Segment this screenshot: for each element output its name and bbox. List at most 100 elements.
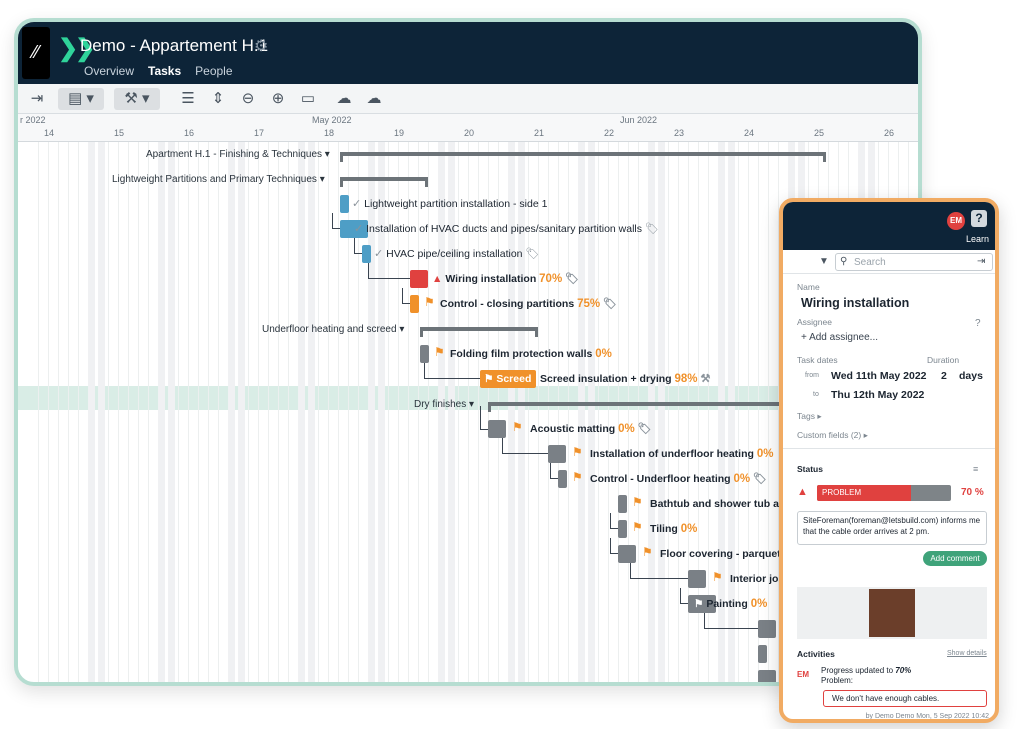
wiring-photo[interactable] (869, 589, 915, 637)
task-bar[interactable] (618, 545, 636, 563)
learn-link[interactable]: Learn (965, 234, 989, 244)
expand-caret-icon[interactable]: ▾ (469, 399, 475, 410)
collapse-rows-icon[interactable]: ⇕ (211, 90, 225, 107)
task-row[interactable]: ⚑ Screed (484, 372, 531, 386)
filter-sliders-icon[interactable]: ☰ (181, 90, 195, 107)
custom-fields-toggle[interactable]: Custom fields (2) ▸ (797, 430, 868, 440)
add-comment-button[interactable]: Add comment (923, 551, 987, 566)
present-icon[interactable]: ▭ (300, 90, 316, 107)
task-row-selected[interactable]: ▲ Wiring installation 70% 🏷 (432, 272, 579, 286)
show-details-link[interactable]: Show details (947, 650, 987, 657)
export-icon[interactable]: ⇥ (30, 90, 44, 107)
dependency-connector (630, 563, 688, 579)
expand-caret-icon[interactable]: ▾ (399, 324, 405, 335)
status-progress-bar[interactable]: PROBLEM (817, 485, 951, 501)
task-row[interactable]: Bathtub and shower tub asse (650, 497, 796, 511)
cloud-download-icon[interactable]: ☁ (336, 90, 352, 107)
tab-overview[interactable]: Overview (84, 64, 135, 78)
task-bar[interactable] (410, 295, 419, 313)
task-row[interactable]: Control - Underfloor heating 0% 🏷 (590, 472, 767, 486)
task-row[interactable]: ⚑ Painting 0% (694, 597, 767, 611)
task-row[interactable]: Acoustic matting 0% 🏷 (530, 422, 652, 436)
gridline (48, 142, 49, 682)
task-bar[interactable] (340, 220, 368, 238)
warning-icon: ▲ (797, 486, 808, 498)
task-row[interactable]: Installation of underfloor heating 0% (590, 447, 773, 461)
flag-icon: ⚑ (512, 420, 523, 434)
nav-tabs: Overview Tasks People (84, 64, 233, 78)
group-row[interactable]: Lightweight Partitions and Primary Techn… (112, 173, 325, 187)
summary-bar[interactable] (420, 327, 538, 337)
tab-tasks[interactable]: Tasks (148, 64, 182, 78)
task-bar[interactable] (618, 520, 627, 538)
gridline (148, 142, 149, 682)
task-bar[interactable] (688, 570, 706, 588)
task-progress: 0% (595, 348, 612, 360)
task-bar[interactable] (758, 670, 776, 682)
summary-bar[interactable] (340, 152, 826, 162)
status-settings-icon[interactable]: ≡ (973, 464, 979, 474)
task-row[interactable]: ✓ Lightweight partition installation - s… (352, 197, 547, 211)
help-button[interactable]: ? (971, 210, 987, 227)
day-label: 15 (114, 128, 125, 138)
gridline (738, 142, 739, 682)
tools-icon[interactable]: ⚒ ▾ (114, 88, 160, 110)
activity-percent: 70% (895, 666, 912, 675)
flag-icon: ⚑ (572, 470, 583, 484)
cloud-upload-icon[interactable]: ☁ (366, 90, 382, 107)
task-bar[interactable] (548, 445, 566, 463)
task-bar[interactable] (688, 595, 716, 613)
help-circle-icon[interactable]: ? (975, 318, 981, 329)
gear-icon[interactable]: ⚙ (254, 38, 269, 55)
group-row[interactable]: Dry finishes ▾ (414, 398, 474, 412)
tag-icon[interactable]: 🏷 (644, 223, 659, 235)
search-input[interactable]: ⚲ Search (835, 253, 993, 271)
pulse-logo-icon[interactable]: ⁄⁄ (22, 27, 50, 79)
task-row[interactable]: Folding film protection walls 0% (450, 347, 612, 361)
task-bar[interactable] (420, 345, 429, 363)
assignee-label: Assignee (797, 317, 832, 327)
summary-bar[interactable] (340, 177, 428, 187)
task-row[interactable]: Tiling 0% (650, 522, 697, 536)
task-bar[interactable] (758, 620, 776, 638)
zoom-out-icon[interactable]: ⊖ (241, 90, 255, 107)
start-date[interactable]: Wed 11th May 2022 (831, 370, 927, 382)
bar-style-icon[interactable]: ▤ ▾ (58, 88, 104, 110)
task-row[interactable]: Interior join (730, 572, 788, 586)
tag-icon[interactable]: 🏷 (753, 473, 768, 485)
task-row[interactable]: ✓ Installation of HVAC ducts and pipes/s… (354, 222, 659, 236)
end-date[interactable]: Thu 12th May 2022 (831, 389, 925, 401)
task-row[interactable]: Screed insulation + drying 98% ⚒ (540, 372, 710, 386)
task-bar[interactable] (488, 420, 506, 438)
group-row[interactable]: Apartment H.1 - Finishing & Techniques ▾ (146, 148, 330, 162)
task-bar-problem[interactable] (410, 270, 428, 288)
comment-field[interactable]: SiteForeman(foreman@letsbuild.com) infor… (797, 511, 987, 545)
collapse-panel-icon[interactable]: ⇥ (977, 256, 986, 267)
tag-icon[interactable]: 🏷 (565, 273, 580, 285)
tab-people[interactable]: People (195, 64, 233, 78)
task-row[interactable]: ✓ HVAC pipe/ceiling installation 🏷 (374, 247, 539, 261)
task-bar[interactable] (618, 495, 627, 513)
task-bar[interactable] (758, 645, 767, 663)
expand-caret-icon[interactable]: ▾ (324, 149, 330, 160)
task-row[interactable]: Control - closing partitions 75% 🏷 (440, 297, 617, 311)
photo-attachment[interactable] (797, 587, 987, 639)
tag-icon[interactable]: 🏷 (603, 298, 618, 310)
task-bar[interactable] (340, 195, 349, 213)
zoom-in-icon[interactable]: ⊕ (271, 90, 285, 107)
duration-value[interactable]: 2 (941, 370, 947, 382)
expand-caret-icon[interactable]: ▾ (319, 174, 325, 185)
tag-icon[interactable]: 🏷 (525, 248, 540, 260)
task-bar[interactable] (558, 470, 567, 488)
task-bar[interactable] (480, 370, 536, 388)
tags-toggle[interactable]: Tags ▸ (797, 411, 822, 421)
task-name[interactable]: Wiring installation (801, 296, 910, 310)
group-row[interactable]: Underfloor heating and screed ▾ (262, 323, 404, 337)
avatar[interactable]: EM (947, 212, 965, 230)
filter-icon[interactable]: ▼ (819, 256, 829, 267)
summary-bar[interactable] (488, 402, 788, 412)
task-bar[interactable] (362, 245, 371, 263)
task-row[interactable]: Floor covering - parquet 0 (660, 547, 790, 561)
add-assignee-button[interactable]: + Add assignee... (801, 332, 878, 343)
tag-icon[interactable]: 🏷 (637, 423, 652, 435)
